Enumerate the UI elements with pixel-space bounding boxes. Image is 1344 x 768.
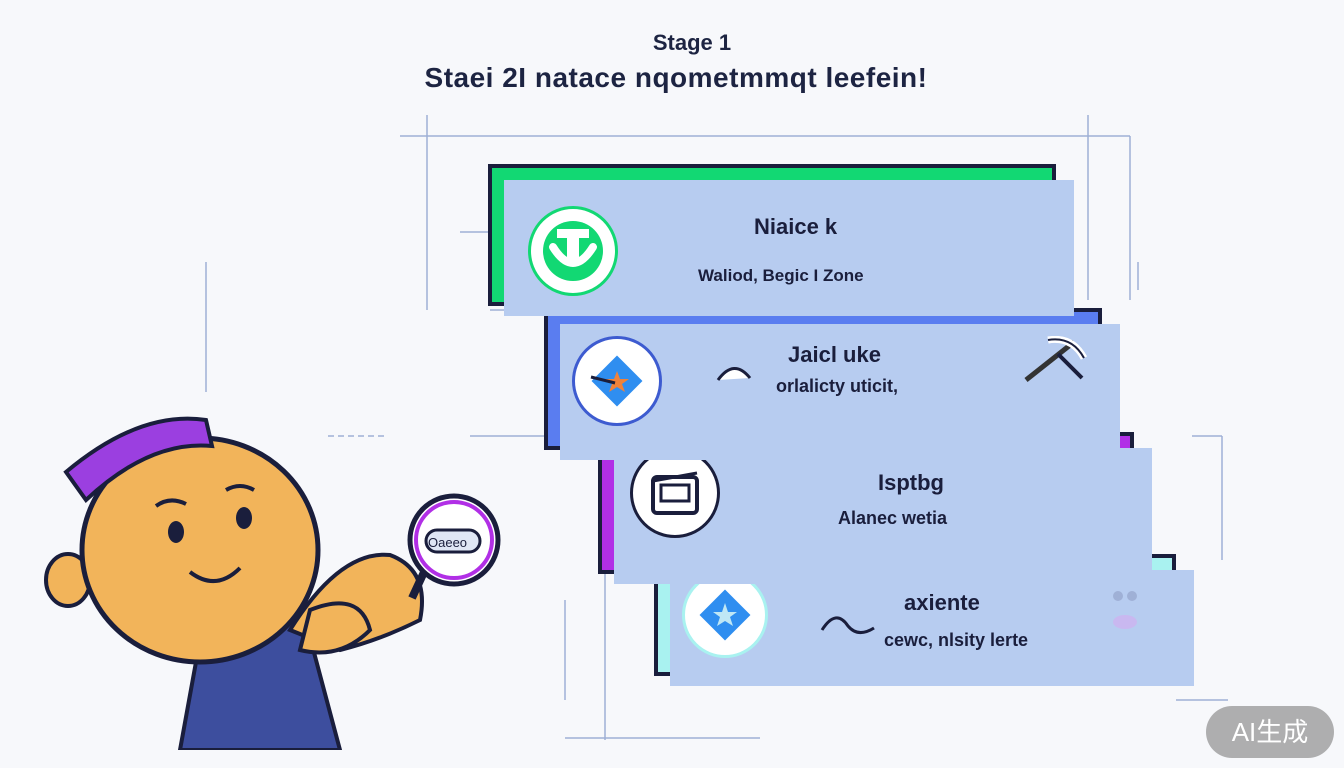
ai-generated-badge: AI生成 <box>1206 706 1334 758</box>
card-1[interactable]: Niaice k Waliod, Begic I Zone <box>488 164 1074 316</box>
card-3-title: Isptbg <box>878 470 944 495</box>
card-1-title: Niaice k <box>754 214 838 239</box>
magnifier-label: Oaeeo <box>428 535 467 550</box>
card-4-subtitle: cewc, nlsity lerte <box>884 630 1029 650</box>
device-icon <box>630 448 720 538</box>
wave-icon <box>820 616 875 634</box>
main-title: Staei 2I natace nqometmmqt leefein! <box>424 62 928 93</box>
character-illustration: Oaeeo <box>44 416 501 750</box>
diamond-star-icon <box>572 336 662 426</box>
card-3-subtitle: Alanec wetia <box>838 508 948 528</box>
anchor-smile-icon <box>528 206 618 296</box>
card-4-title: axiente <box>904 590 980 615</box>
magnifier-icon <box>407 493 501 600</box>
people-icon <box>1113 591 1137 629</box>
stage-label: Stage 1 <box>652 30 732 55</box>
card-2[interactable]: Jaicl uke orlalicty uticit, <box>544 308 1120 460</box>
character-hat <box>63 416 215 504</box>
pickaxe-icon <box>1024 336 1088 382</box>
card-2-title: Jaicl uke <box>788 342 881 367</box>
card-3[interactable]: Isptbg Alanec wetia <box>598 432 1152 584</box>
card-1-subtitle: Waliod, Begic I Zone <box>698 266 864 285</box>
star-badge-icon <box>682 572 768 658</box>
wave-icon <box>716 367 752 381</box>
card-2-subtitle: orlalicty uticit, <box>776 376 899 396</box>
